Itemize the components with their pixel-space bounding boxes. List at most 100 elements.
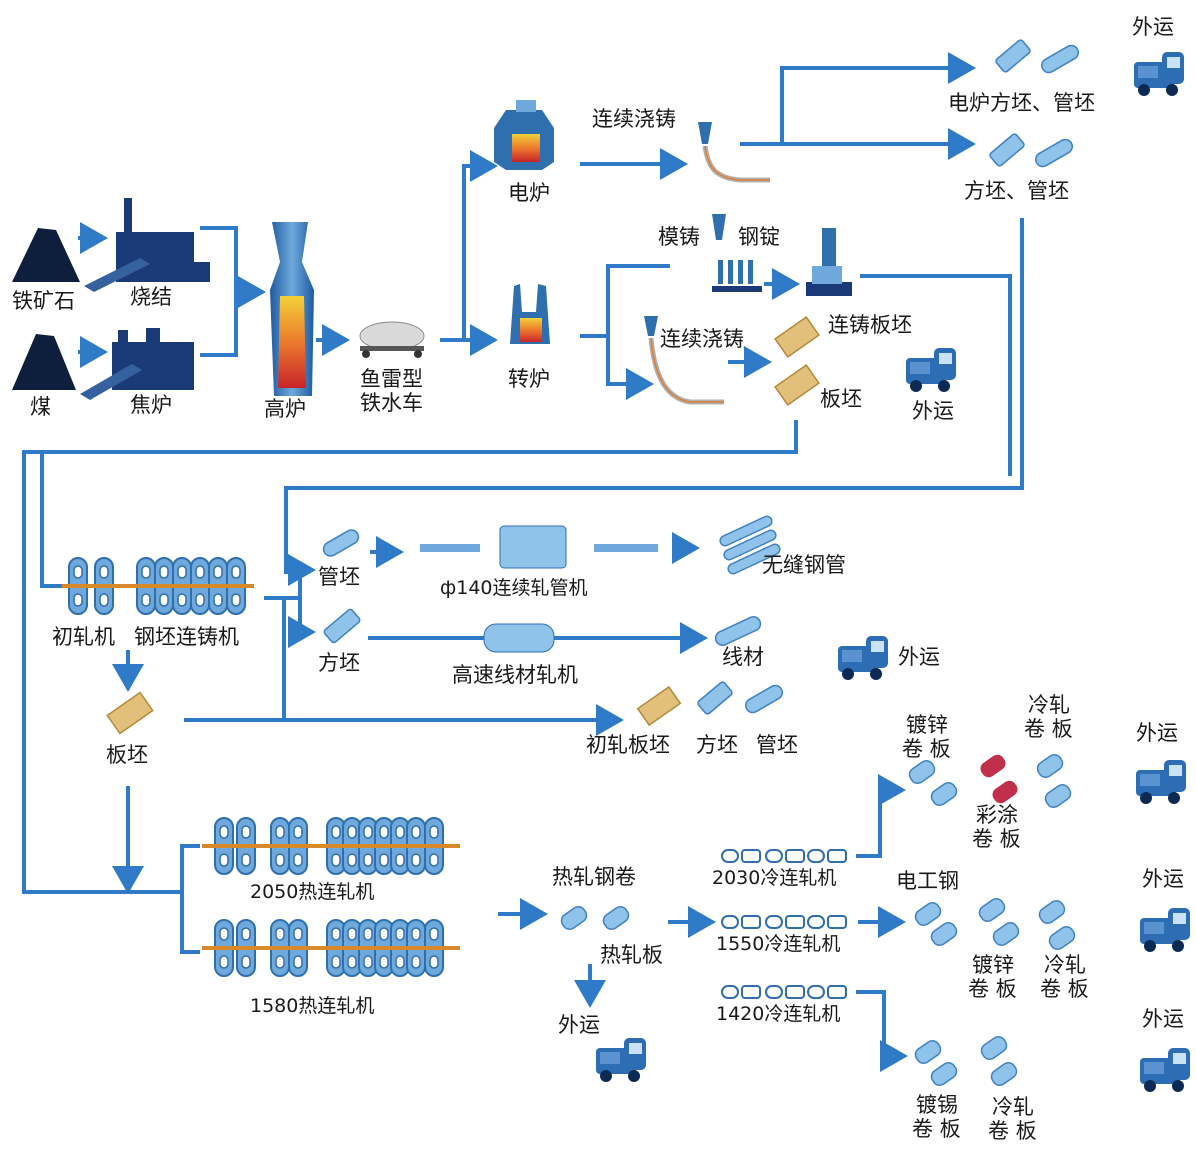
label-slab-left: 板坯 — [106, 743, 148, 767]
label-cc-mid: 连续浇铸 — [660, 327, 744, 351]
sinter-plant-icon — [84, 198, 210, 292]
label-cold-2a: 冷轧 — [1044, 953, 1086, 977]
coke-oven-icon — [80, 328, 194, 400]
electric-furnace-icon — [494, 100, 554, 170]
label-galv-1b: 卷 板 — [902, 737, 951, 761]
label-torpedo-2: 铁水车 — [360, 391, 423, 415]
label-galv-1a: 镀锌 — [906, 713, 948, 737]
cold-coil-icons-3 — [978, 1033, 1020, 1089]
labels: 铁矿石 烧结 煤 焦炉 高炉 鱼雷型 铁水车 电炉 转炉 连续浇铸 电炉方坯、管… — [12, 15, 1184, 1143]
seamless-pipe-icon — [719, 515, 781, 575]
label-square-billet-2: 方坯 — [696, 733, 738, 757]
label-billets-top: 方坯、管坯 — [964, 179, 1069, 203]
label-tube-mill: ф140连续轧管机 — [440, 577, 588, 599]
cc-slab-icon — [774, 316, 820, 358]
truck-icon-hot — [596, 1038, 646, 1082]
iron-ore-pile-icon — [12, 228, 80, 282]
label-cold-3a: 冷轧 — [992, 1095, 1034, 1119]
tube-mill-icon — [420, 525, 658, 569]
continuous-caster-mid-icon — [644, 316, 724, 405]
label-ef-billets: 电炉方坯、管坯 — [948, 91, 1095, 115]
bloom-slab-icon — [636, 685, 682, 727]
label-ship-out-mid: 外运 — [912, 399, 954, 423]
label-cc-slab: 连铸板坯 — [828, 313, 912, 337]
label-converter: 转炉 — [508, 367, 550, 391]
coal-pile-icon — [12, 334, 76, 390]
tin-coil-icons — [912, 1037, 960, 1089]
square-billet-icon — [323, 608, 361, 644]
label-sinter: 烧结 — [130, 285, 172, 309]
tube-billet-icon — [322, 529, 360, 557]
label-galv-2b: 卷 板 — [968, 977, 1017, 1001]
label-tin-a: 镀锡 — [916, 1093, 958, 1117]
label-ship-out-top: 外运 — [1132, 15, 1174, 39]
converter-icon — [510, 284, 550, 344]
label-tube-billet: 管坯 — [318, 565, 360, 589]
square-billet-2-icon — [697, 681, 733, 715]
label-tin-b: 卷 板 — [912, 1117, 961, 1141]
label-tube-billet-2: 管坯 — [756, 733, 798, 757]
truck-icon-r2 — [1140, 908, 1190, 952]
electrical-steel-coil-icons — [912, 899, 960, 949]
label-ship-out-r2: 外运 — [1142, 867, 1184, 891]
label-color-1b: 卷 板 — [972, 827, 1021, 851]
label-cm-2030: 2030冷连轧机 — [712, 867, 836, 889]
cm-2030-icon — [721, 849, 847, 863]
label-hot-plate: 热轧板 — [600, 943, 663, 967]
label-hsm-1580: 1580热连轧机 — [250, 995, 374, 1017]
blast-furnace-icon — [270, 222, 314, 396]
label-electrical-steel: 电工钢 — [896, 869, 959, 893]
galv-coil-icons-2 — [976, 895, 1022, 949]
truck-icon-r3 — [1140, 1048, 1190, 1092]
slab-left-icon — [106, 691, 154, 735]
label-coke-oven: 焦炉 — [130, 393, 172, 417]
label-billet-caster: 钢坯连铸机 — [134, 625, 239, 649]
label-ingot: 钢锭 — [738, 225, 780, 249]
label-slab-mid: 板坯 — [820, 387, 862, 411]
color-coated-coil-icons — [980, 754, 1018, 804]
label-electric-furnace: 电炉 — [508, 181, 550, 205]
label-ship-out-r3: 外运 — [1142, 1007, 1184, 1031]
slab-caster-icon — [806, 228, 852, 296]
label-galv-2a: 镀锌 — [972, 953, 1014, 977]
label-cold-1a: 冷轧 — [1028, 693, 1070, 717]
label-cold-1b: 卷 板 — [1024, 717, 1073, 741]
label-ingot-casting: 模铸 — [658, 225, 700, 249]
ingot-mold-icon — [712, 214, 762, 292]
label-ship-out-r1: 外运 — [1136, 721, 1178, 745]
hot-coil-icons — [558, 903, 632, 933]
label-wire-rod: 线材 — [722, 645, 764, 669]
truck-icon-mid — [906, 348, 956, 392]
ef-billet-icons — [995, 39, 1080, 74]
label-blast-furnace: 高炉 — [264, 397, 306, 421]
cm-1420-icon — [721, 985, 847, 999]
slab-mid-icon — [774, 364, 820, 406]
continuous-caster-top-icon — [698, 122, 770, 183]
label-bloom-slab: 初轧板坯 — [586, 733, 670, 757]
billet-icons-top — [989, 133, 1074, 168]
label-hsm-2050: 2050热连轧机 — [250, 881, 374, 903]
label-cm-1550: 1550冷连轧机 — [716, 933, 840, 955]
cm-1550-icon — [721, 915, 847, 929]
truck-icon-r1 — [1136, 760, 1186, 804]
label-cm-1420: 1420冷连轧机 — [716, 1003, 840, 1025]
label-cold-2b: 卷 板 — [1040, 977, 1089, 1001]
label-wire-mill: 高速线材轧机 — [452, 663, 578, 687]
truck-icon-top — [1134, 52, 1184, 96]
label-color-1a: 彩涂 — [976, 803, 1018, 827]
label-cc-top: 连续浇铸 — [592, 107, 676, 131]
label-blooming-mill: 初轧机 — [52, 625, 115, 649]
torpedo-car-icon — [359, 321, 425, 358]
wire-mill-icon — [483, 623, 555, 653]
truck-icon-wire — [838, 636, 888, 680]
label-hot-coil: 热轧钢卷 — [552, 865, 636, 889]
label-cold-3b: 卷 板 — [988, 1119, 1037, 1143]
label-torpedo-1: 鱼雷型 — [360, 367, 423, 391]
cold-coil-icons-1 — [1034, 751, 1074, 811]
label-ship-out-wire: 外运 — [898, 645, 940, 669]
cold-coil-icons-2 — [1036, 897, 1078, 953]
galv-coil-icons-1 — [906, 757, 960, 809]
label-ship-out-hot: 外运 — [558, 1013, 600, 1037]
